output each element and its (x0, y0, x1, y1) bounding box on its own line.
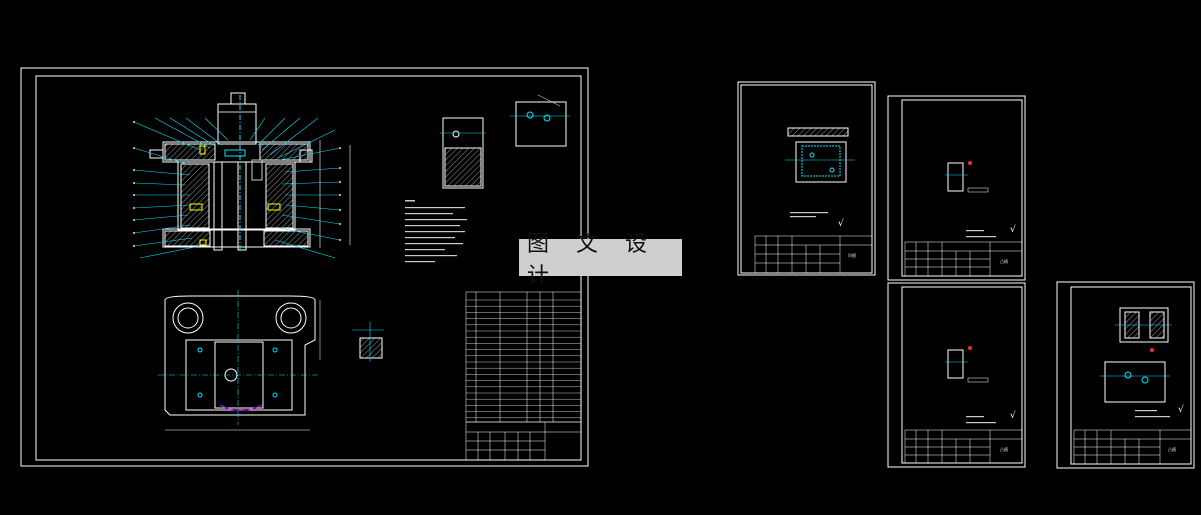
roughness-symbol-d: √ (1178, 404, 1184, 415)
parts-list-table (465, 291, 582, 423)
workpiece-sketch (352, 322, 384, 362)
technical-notes (405, 200, 467, 263)
title-block-b-label: 凸模 (1000, 258, 1008, 264)
title-block-d (1073, 429, 1192, 465)
watermark-banner: 图 文 设 计 (519, 232, 682, 289)
part-sheet-b: √ 凸模 (887, 95, 1026, 281)
part-sheet-a: √ 凹模 (737, 81, 876, 276)
title-block-b (904, 241, 1023, 277)
detail-view-punch (440, 117, 486, 189)
detail-view-plate (510, 94, 570, 147)
main-title-block (465, 421, 582, 461)
part-sheet-d: √ 凸模 (1056, 281, 1195, 469)
roughness-symbol-c: √ (1010, 410, 1016, 421)
roughness-symbol-b: √ (1010, 224, 1016, 235)
die-plan-view (158, 290, 321, 431)
title-block-d-label: 凸模 (1168, 446, 1176, 452)
watermark-text: 图 文 设 计 (527, 231, 657, 289)
title-block-c (904, 429, 1023, 464)
part-sheet-c: √ 凸模 (887, 282, 1026, 468)
main-assembly-sheet (20, 67, 589, 467)
die-section-view (133, 92, 351, 259)
title-block-a (754, 235, 873, 274)
title-block-a-label: 凹模 (848, 252, 856, 258)
title-block-c-label: 凸模 (1000, 446, 1008, 452)
roughness-symbol-a: √ (838, 218, 844, 229)
